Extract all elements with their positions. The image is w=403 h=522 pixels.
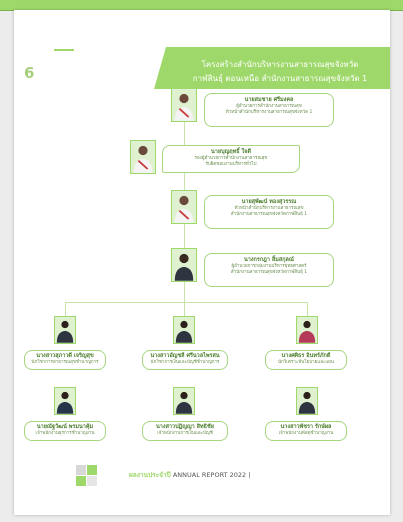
staff-photo-r1-3 — [296, 316, 318, 344]
person-icon — [172, 89, 196, 121]
person-icon — [172, 191, 196, 223]
person-icon — [131, 141, 155, 173]
staff-name: นายณัฐวัฒน์ พรมนาคุ้ม — [36, 424, 94, 430]
person-icon — [174, 388, 194, 414]
accent-line — [54, 49, 74, 51]
footer-brand: ผลงานประจำปี — [129, 471, 171, 479]
logo-square — [76, 465, 86, 475]
staff-label-r2-3: นางสาวพัชรา รักษ์ผล เจ้าพนักงานพัสดุชำนา… — [265, 421, 347, 441]
connector-branch-left — [65, 302, 66, 316]
person-name: นายสมชาย ศรีมงคล — [244, 97, 294, 103]
staff-name: นางสาวสุภาวดี เจริญสุข — [36, 353, 94, 359]
person-icon — [55, 317, 75, 343]
page-number: 6 — [24, 64, 35, 82]
staff-position: นักวิชาการสาธารณสุขชำนาญการ — [31, 360, 99, 365]
connector-branch-right — [307, 302, 308, 316]
staff-photo-r2-1 — [54, 387, 76, 415]
staff-position: เจ้าพนักงานธุรการชำนาญงาน — [35, 431, 95, 436]
logo-square — [87, 465, 97, 475]
staff-label-r2-2: นางสาวปฏิญญา สิทธิชัย เจ้าพนักงานการเงิน… — [142, 421, 228, 441]
person-icon — [174, 317, 194, 343]
title-line-2: กาฬสินธุ์ ตอนเหนือ สำนักงานสาธารณสุขจังห… — [192, 74, 368, 83]
report-page: 6 โครงสร้างสำนักบริหารงานสาธารณสุขจังหวั… — [14, 10, 390, 515]
person-icon — [297, 388, 317, 414]
person-position: หัวหน้าสำนักบริหารงานสาธารณสุข — [234, 206, 304, 211]
person-name: นายบุญฤทธิ์ ใจดี — [211, 149, 251, 155]
person-photo-3 — [171, 190, 197, 224]
person-name: นางกรกฎา ลิ้มสกุลณ์ — [244, 257, 294, 263]
connector-horizontal-branch — [65, 302, 307, 303]
staff-label-r1-3: นางศศิธร อินทร์ภักดี นักวิเคราะห์นโยบายแ… — [265, 350, 347, 370]
staff-position: เจ้าพนักงานการเงินและบัญชี — [157, 431, 213, 436]
person-label-3: นายสุพัฒน์ ทองสุวรรณ หัวหน้าสำนักบริหารง… — [204, 195, 334, 229]
person-icon — [55, 388, 75, 414]
footer-report-label: ANNUAL REPORT 2022 | — [172, 471, 251, 479]
logo-square — [87, 476, 97, 486]
staff-label-r1-2: นางสาวอัญชลี ศรีนวลไพรสน นักวิชาการเงินแ… — [142, 350, 228, 370]
person-name: นายสุพัฒน์ ทองสุวรรณ — [241, 199, 297, 205]
person-unit: รับผิดชอบงานบริหารทั่วไป — [205, 162, 257, 167]
footer-annual-report: ผลงานประจำปี ANNUAL REPORT 2022 | — [129, 470, 250, 480]
person-icon — [172, 249, 196, 281]
staff-photo-r2-2 — [173, 387, 195, 415]
title-line-1: โครงสร้างสำนักบริหารงานสาธารณสุขจังหวัด — [201, 60, 359, 69]
connector-branch-center — [184, 302, 185, 316]
person-label-4: นางกรกฎา ลิ้มสกุลณ์ ผู้อำนวยการกลุ่มงานบ… — [204, 253, 334, 287]
person-photo-4 — [171, 248, 197, 282]
person-unit: สำนักงานสาธารณสุขจังหวัดกาฬสินธุ์ 1 — [230, 270, 308, 275]
staff-position: นักวิชาการเงินและบัญชีชำนาญการ — [150, 360, 220, 365]
person-position: รองผู้อำนวยการสำนักงานสาธารณสุข — [194, 156, 268, 161]
person-unit: หัวหน้าสำนักบริหารงานสาธารณสุขจังหวัด 1 — [225, 110, 313, 115]
staff-label-r1-1: นางสาวสุภาวดี เจริญสุข นักวิชาการสาธารณส… — [24, 350, 106, 370]
logo-square — [76, 476, 86, 486]
staff-photo-r1-2 — [173, 316, 195, 344]
title-banner: โครงสร้างสำนักบริหารงานสาธารณสุขจังหวัด … — [154, 47, 390, 89]
person-position: ผู้อำนวยการกลุ่มงานบริหารยุทธศาสตร์ — [231, 264, 307, 269]
person-label-1: นายสมชาย ศรีมงคล ผู้อำนวยการสำนักงานสาธา… — [204, 93, 334, 127]
staff-name: นางสาวปฏิญญา สิทธิชัย — [156, 424, 214, 430]
staff-name: นางสาวพัชรา รักษ์ผล — [280, 424, 332, 430]
person-label-2: นายบุญฤทธิ์ ใจดี รองผู้อำนวยการสำนักงานส… — [162, 145, 300, 173]
staff-label-r2-1: นายณัฐวัฒน์ พรมนาคุ้ม เจ้าพนักงานธุรการช… — [24, 421, 106, 441]
staff-name: นางศศิธร อินทร์ภักดี — [281, 353, 331, 359]
staff-name: นางสาวอัญชลี ศรีนวลไพรสน — [150, 353, 220, 359]
staff-position: เจ้าพนักงานพัสดุชำนาญงาน — [278, 431, 334, 436]
person-icon — [297, 317, 317, 343]
person-unit: สำนักงานสาธารณสุขจังหวัดกาฬสินธุ์ 1 — [230, 212, 308, 217]
person-photo-2 — [130, 140, 156, 174]
person-position: ผู้อำนวยการสำนักงานสาธารณสุข — [236, 104, 302, 109]
staff-photo-r2-3 — [296, 387, 318, 415]
person-photo-1 — [171, 88, 197, 122]
staff-position: นักวิเคราะห์นโยบายและแผน — [277, 360, 335, 365]
staff-photo-r1-1 — [54, 316, 76, 344]
